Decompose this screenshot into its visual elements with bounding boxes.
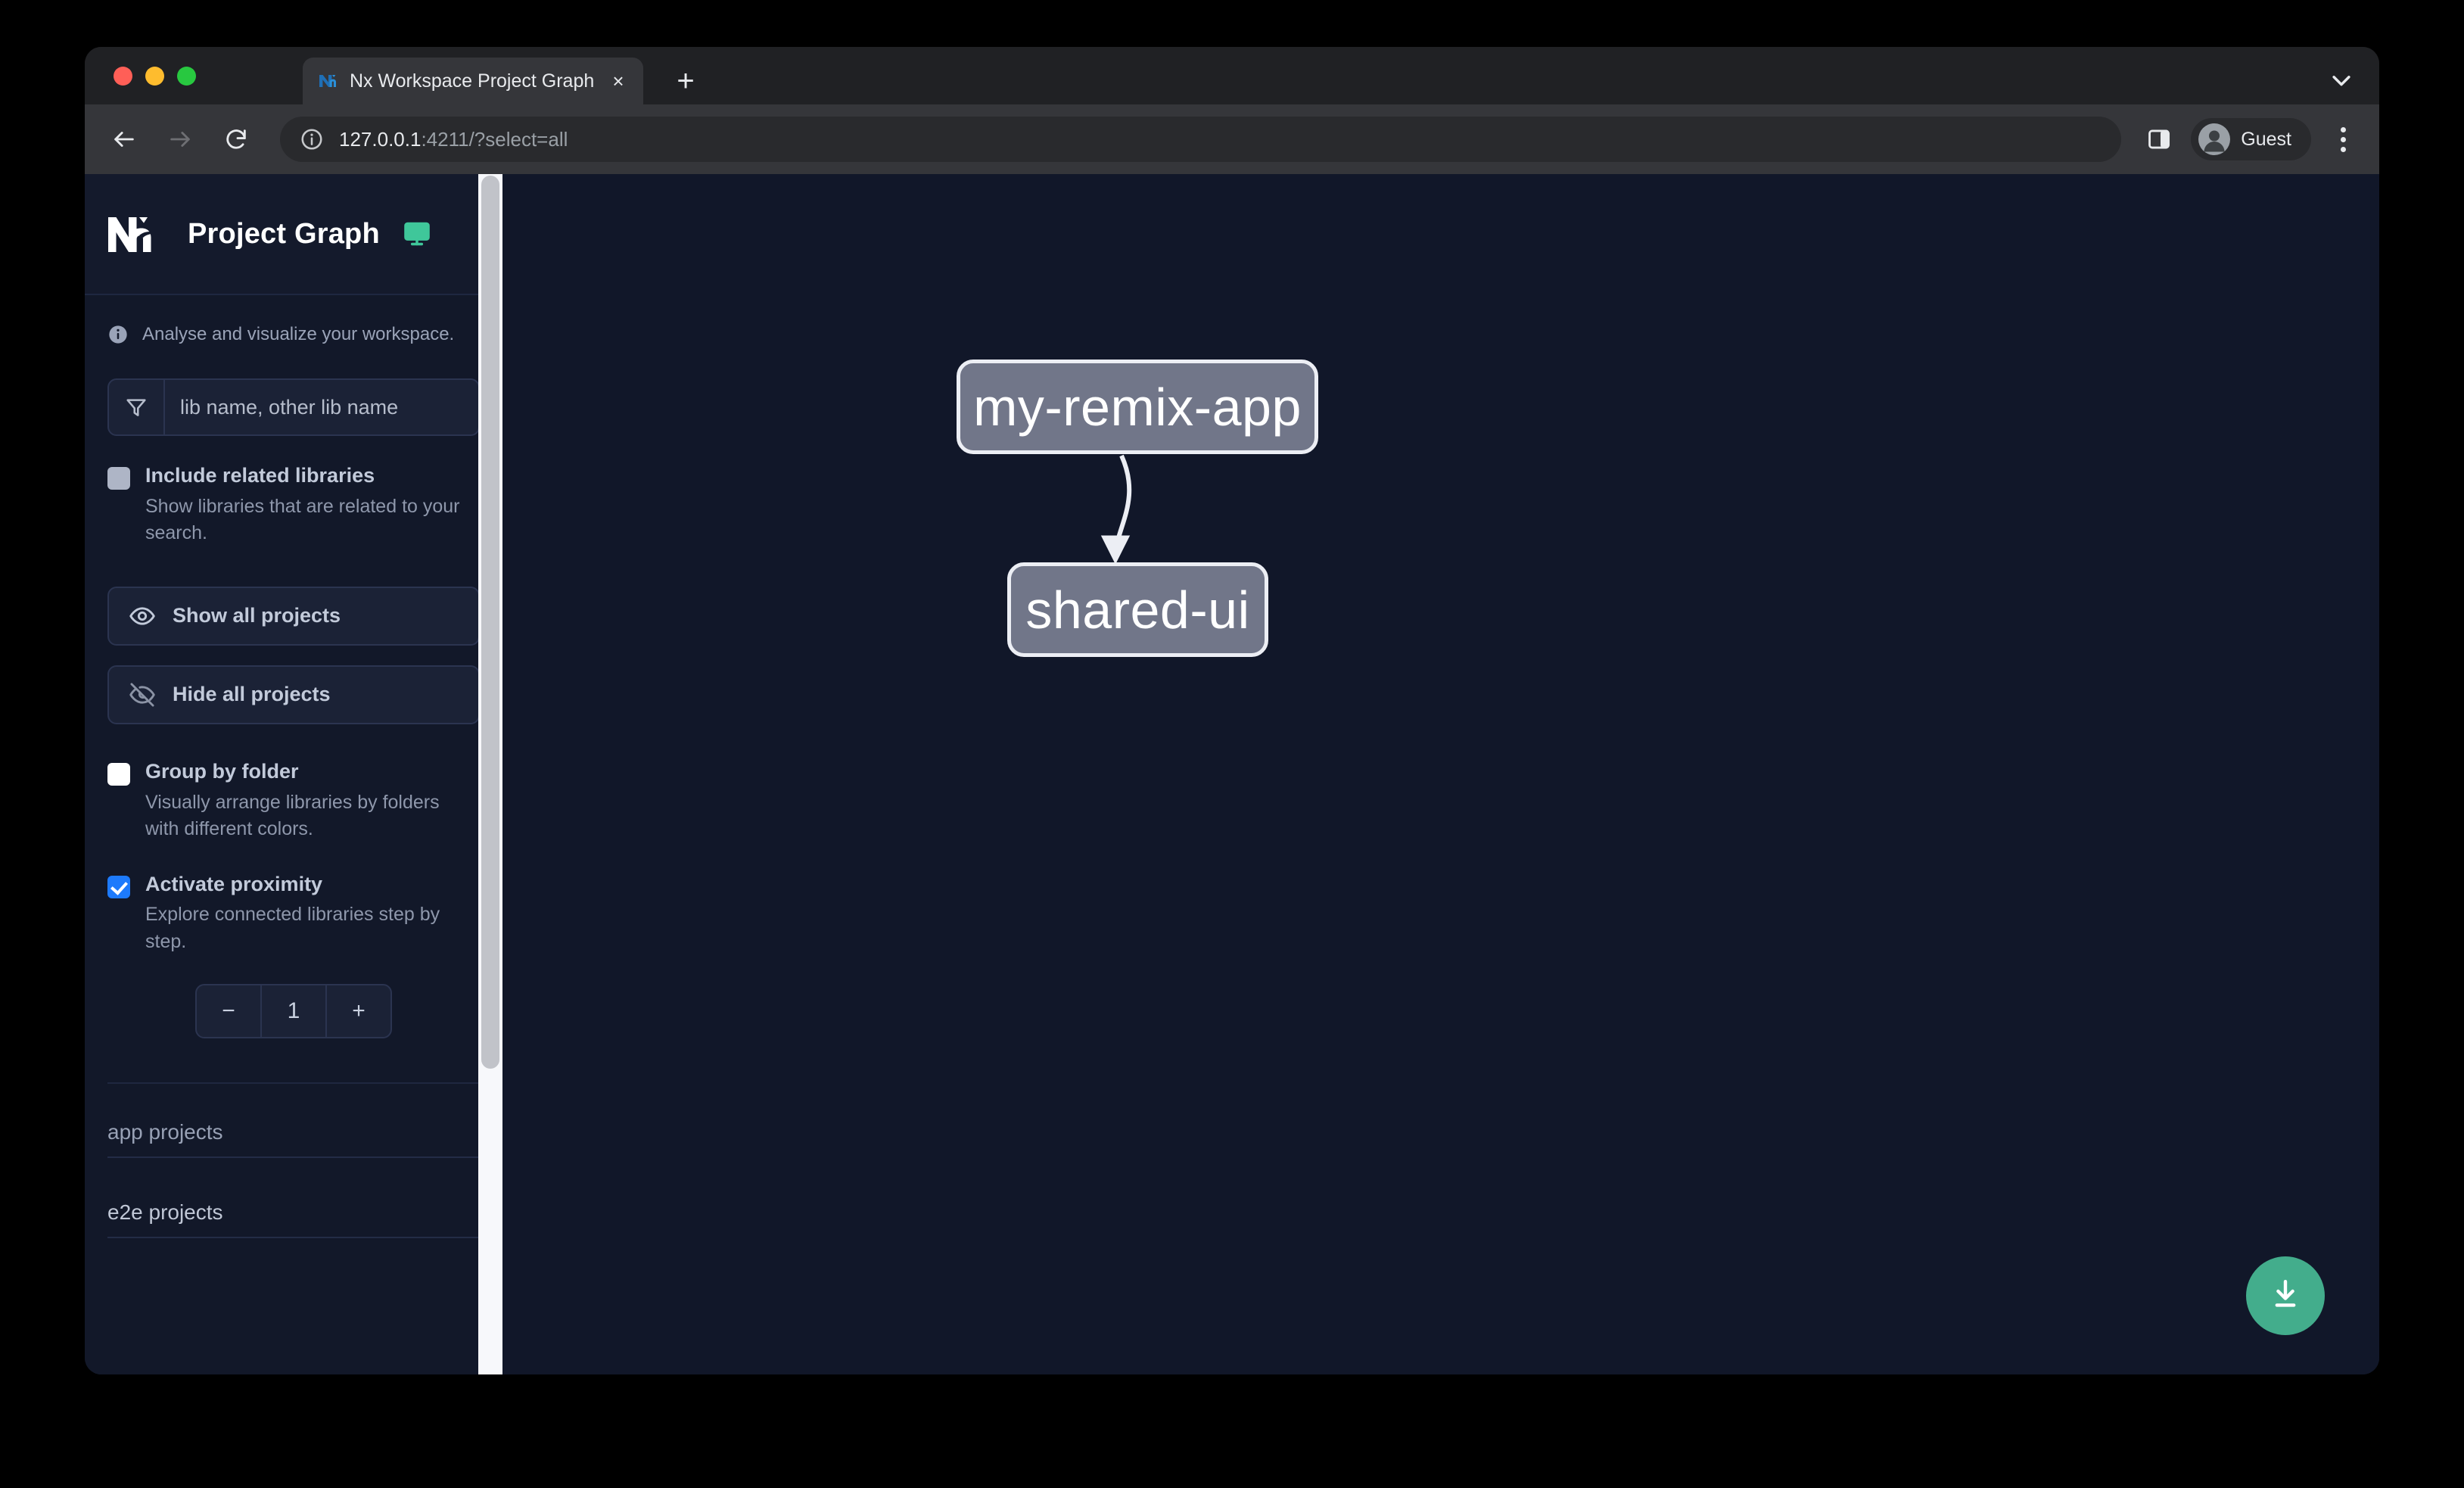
filter-search-box[interactable] xyxy=(107,378,480,436)
sidebar-header: Project Graph xyxy=(85,174,502,295)
section-title: app projects xyxy=(107,1120,480,1159)
download-image-button[interactable] xyxy=(2246,1256,2325,1335)
graph-edge-my-remix-app-to-shared-ui xyxy=(1100,454,1132,565)
back-button[interactable] xyxy=(107,123,141,156)
proximity-stepper: − 1 + xyxy=(195,984,392,1039)
minimize-window-button[interactable] xyxy=(145,67,164,86)
graph-node-label: shared-ui xyxy=(1025,580,1250,640)
profile-button[interactable]: Guest xyxy=(2191,118,2311,160)
sidebar-scrollbar-thumb[interactable] xyxy=(481,176,499,1069)
section-e2e-projects[interactable]: e2e projects xyxy=(85,1200,502,1239)
sidebar-tagline-text: Analyse and visualize your workspace. xyxy=(142,324,455,344)
browser-window: Nx Workspace Project Graph × + xyxy=(85,47,2379,1374)
proximity-decrement-button[interactable]: − xyxy=(222,998,235,1024)
page-title: Project Graph xyxy=(188,217,380,250)
project-graph-canvas[interactable]: my-remix-app shared-ui xyxy=(502,174,2379,1374)
address-bar-url: 127.0.0.1:4211/?select=all xyxy=(339,128,568,151)
option-description: Visually arrange libraries by folders wi… xyxy=(145,791,440,840)
chevron-down-icon[interactable] xyxy=(2326,65,2357,95)
info-icon xyxy=(107,324,129,345)
option-label: Group by folder xyxy=(145,759,299,783)
address-bar[interactable]: 127.0.0.1:4211/?select=all xyxy=(280,117,2122,162)
reload-button[interactable] xyxy=(219,123,253,156)
eye-slash-icon xyxy=(129,681,156,708)
browser-tab[interactable]: Nx Workspace Project Graph × xyxy=(303,58,643,104)
filter-search-input[interactable] xyxy=(165,380,478,434)
maximize-window-button[interactable] xyxy=(177,67,196,86)
window-traffic-lights xyxy=(114,67,196,86)
section-title: e2e projects xyxy=(107,1200,480,1239)
sidebar-scrollbar[interactable] xyxy=(478,174,502,1374)
avatar xyxy=(2198,123,2231,155)
option-activate-proximity[interactable]: Activate proximity Explore connected lib… xyxy=(107,872,480,956)
show-all-projects-button[interactable]: Show all projects xyxy=(107,586,480,646)
option-description: Explore connected libraries step by step… xyxy=(145,904,440,952)
graph-node-label: my-remix-app xyxy=(973,377,1302,437)
filter-icon xyxy=(109,380,165,434)
url-host: 127.0.0.1 xyxy=(339,127,422,151)
browser-menu-icon[interactable] xyxy=(2328,123,2358,156)
option-group-by-folder[interactable]: Group by folder Visually arrange librari… xyxy=(107,759,480,843)
tab-title: Nx Workspace Project Graph xyxy=(350,70,595,92)
graph-node-shared-ui[interactable]: shared-ui xyxy=(1007,562,1268,657)
profile-name: Guest xyxy=(2241,128,2291,150)
side-panel-icon[interactable] xyxy=(2144,124,2174,154)
group-by-folder-checkbox[interactable] xyxy=(107,762,130,786)
nx-logo-icon xyxy=(106,213,165,255)
close-tab-icon[interactable]: × xyxy=(612,70,624,92)
kebab-dot xyxy=(2340,136,2346,142)
option-description: Show libraries that are related to your … xyxy=(145,495,460,544)
option-label: Activate proximity xyxy=(145,872,323,895)
option-include-related-libraries[interactable]: Include related libraries Show libraries… xyxy=(107,463,480,547)
option-text-group: Include related libraries Show libraries… xyxy=(145,463,471,547)
nx-favicon xyxy=(318,70,339,92)
activate-proximity-checkbox[interactable] xyxy=(107,875,130,898)
proximity-increment-button[interactable]: + xyxy=(325,985,390,1038)
proximity-value: 1 xyxy=(260,985,325,1038)
show-all-projects-label: Show all projects xyxy=(173,604,341,627)
include-related-libraries-checkbox[interactable] xyxy=(107,467,130,490)
forward-button[interactable] xyxy=(163,123,197,156)
eye-icon xyxy=(129,602,156,630)
graph-node-my-remix-app[interactable]: my-remix-app xyxy=(957,360,1318,454)
monitor-icon[interactable] xyxy=(403,219,431,248)
option-label: Include related libraries xyxy=(145,464,375,487)
hide-all-projects-label: Hide all projects xyxy=(173,683,331,706)
option-text-group: Activate proximity Explore connected lib… xyxy=(145,872,471,956)
tab-strip: Nx Workspace Project Graph × + xyxy=(85,47,2379,104)
kebab-dot xyxy=(2340,126,2346,132)
option-text-group: Group by folder Visually arrange librari… xyxy=(145,759,471,843)
section-app-projects[interactable]: app projects xyxy=(85,1120,502,1159)
sidebar-body: Include related libraries Show libraries… xyxy=(85,345,502,1085)
site-info-icon[interactable] xyxy=(300,127,324,151)
new-tab-button[interactable]: + xyxy=(677,64,695,98)
hide-all-projects-button[interactable]: Hide all projects xyxy=(107,665,480,724)
sidebar-tagline: Analyse and visualize your workspace. xyxy=(85,295,502,345)
close-window-button[interactable] xyxy=(114,67,132,86)
sidebar: Project Graph Analy xyxy=(85,174,502,1374)
kebab-dot xyxy=(2340,146,2346,152)
browser-toolbar: 127.0.0.1:4211/?select=all Guest xyxy=(85,104,2379,174)
url-path: :4211/?select=all xyxy=(421,127,568,151)
graph-edges xyxy=(1100,454,1132,565)
toolbar-right-actions: Guest xyxy=(2144,118,2358,160)
download-icon xyxy=(2267,1276,2304,1316)
page-content: Project Graph Analy xyxy=(85,174,2379,1374)
sidebar-divider xyxy=(107,1082,480,1085)
